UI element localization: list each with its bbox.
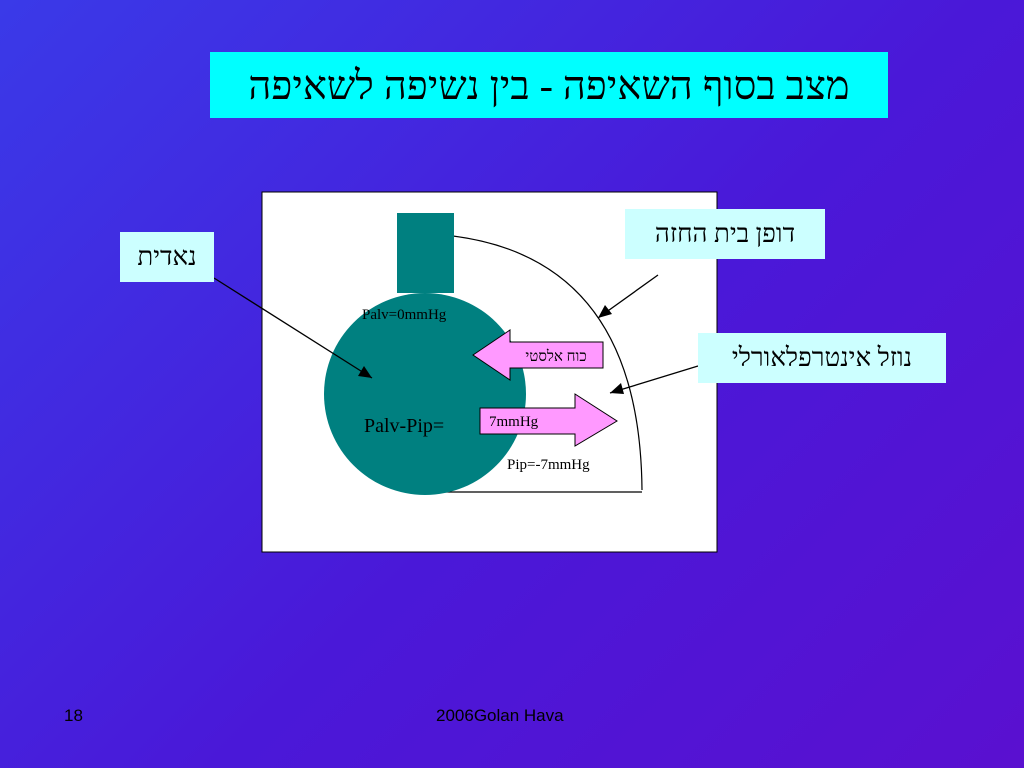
pleural-fluid-label: נוזל אינטרפלאורלי (698, 333, 946, 383)
alveolus-pointer-line (213, 277, 373, 379)
pip-label: Pip=-7mmHg (507, 457, 590, 473)
airway-stem (397, 213, 454, 293)
pressure-arrow (479, 393, 618, 447)
alveolus-label: נאדית (120, 232, 214, 282)
palv-label: Palv=0mmHg (362, 307, 447, 323)
chest-wall-curve (452, 235, 643, 491)
alveolus-shape (324, 293, 526, 495)
page-number: 18 (64, 706, 83, 725)
chest-wall-label: דופן בית החזה (625, 209, 825, 259)
pleural-fluid-pointer-line (609, 365, 699, 394)
chest-wall-pointer-head (598, 305, 612, 318)
elastic-force-label: כוח אלסטי (525, 348, 586, 365)
footer-credit: 2006Golan Hava (436, 706, 564, 725)
slide-title: מצב בסוף השאיפה - בין נשיפה לשאיפה (210, 52, 888, 118)
pressure-diff-label: 7mmHg (489, 414, 539, 430)
pleural-fluid-pointer-head (610, 383, 624, 394)
elastic-force-arrow (472, 329, 604, 381)
alveolus-pointer-head (358, 366, 372, 378)
palv-pip-label: Palv-Pip= (364, 415, 444, 437)
